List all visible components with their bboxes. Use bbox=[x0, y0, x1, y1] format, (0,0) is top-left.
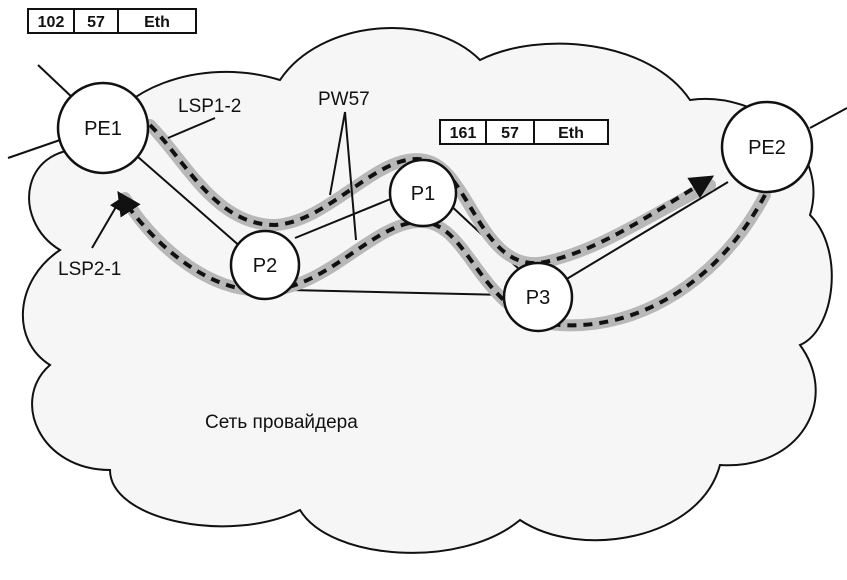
node-pe2-label: PE2 bbox=[748, 137, 786, 159]
top-left-header-eth: Eth bbox=[144, 14, 170, 31]
lsp1-2-callout-line bbox=[167, 117, 216, 139]
pe2-attachment bbox=[809, 107, 847, 129]
pw57-callout-line-right bbox=[344, 111, 357, 241]
callout-lines bbox=[91, 111, 357, 249]
node-pe1-label: PE1 bbox=[84, 118, 122, 140]
top-left-header-pw: 57 bbox=[87, 14, 105, 31]
middle-header-eth: Eth bbox=[558, 125, 584, 142]
node-p1-label: P1 bbox=[411, 183, 435, 205]
lsp2-1-label: LSP2-1 bbox=[58, 259, 121, 280]
link-p2-p3 bbox=[289, 289, 508, 296]
lsp2-1-path bbox=[117, 191, 767, 328]
pw57-label: PW57 bbox=[318, 89, 370, 110]
node-p2: P2 bbox=[229, 229, 301, 301]
packet-header-middle: 161 57 Eth bbox=[439, 119, 609, 145]
node-pe2: PE2 bbox=[720, 100, 814, 194]
middle-header-pw: 57 bbox=[501, 125, 519, 142]
pe1-attachment-upper bbox=[37, 64, 76, 101]
middle-header-label: 161 bbox=[450, 125, 477, 142]
top-left-header-label: 102 bbox=[38, 14, 65, 31]
pw57-callout-line-left bbox=[329, 111, 346, 196]
node-p3-label: P3 bbox=[526, 287, 550, 309]
physical-links bbox=[129, 149, 729, 296]
provider-network-label: Сеть провайдера bbox=[205, 412, 358, 433]
lsp1-2-path bbox=[148, 123, 715, 266]
pe1-attachment-lower bbox=[7, 139, 61, 159]
node-pe1: PE1 bbox=[56, 81, 150, 175]
node-p1: P1 bbox=[388, 158, 458, 228]
lsp1-2-label: LSP1-2 bbox=[178, 96, 241, 117]
link-p2-p1 bbox=[294, 197, 394, 239]
packet-header-top-left: 102 57 Eth bbox=[27, 8, 197, 34]
link-pe1-p2 bbox=[129, 149, 243, 249]
lsp2-1-callout-line bbox=[91, 197, 122, 249]
link-p3-pe2 bbox=[564, 181, 729, 281]
node-p2-label: P2 bbox=[253, 255, 277, 277]
node-p3: P3 bbox=[502, 261, 574, 333]
provider-cloud bbox=[21, 26, 833, 554]
